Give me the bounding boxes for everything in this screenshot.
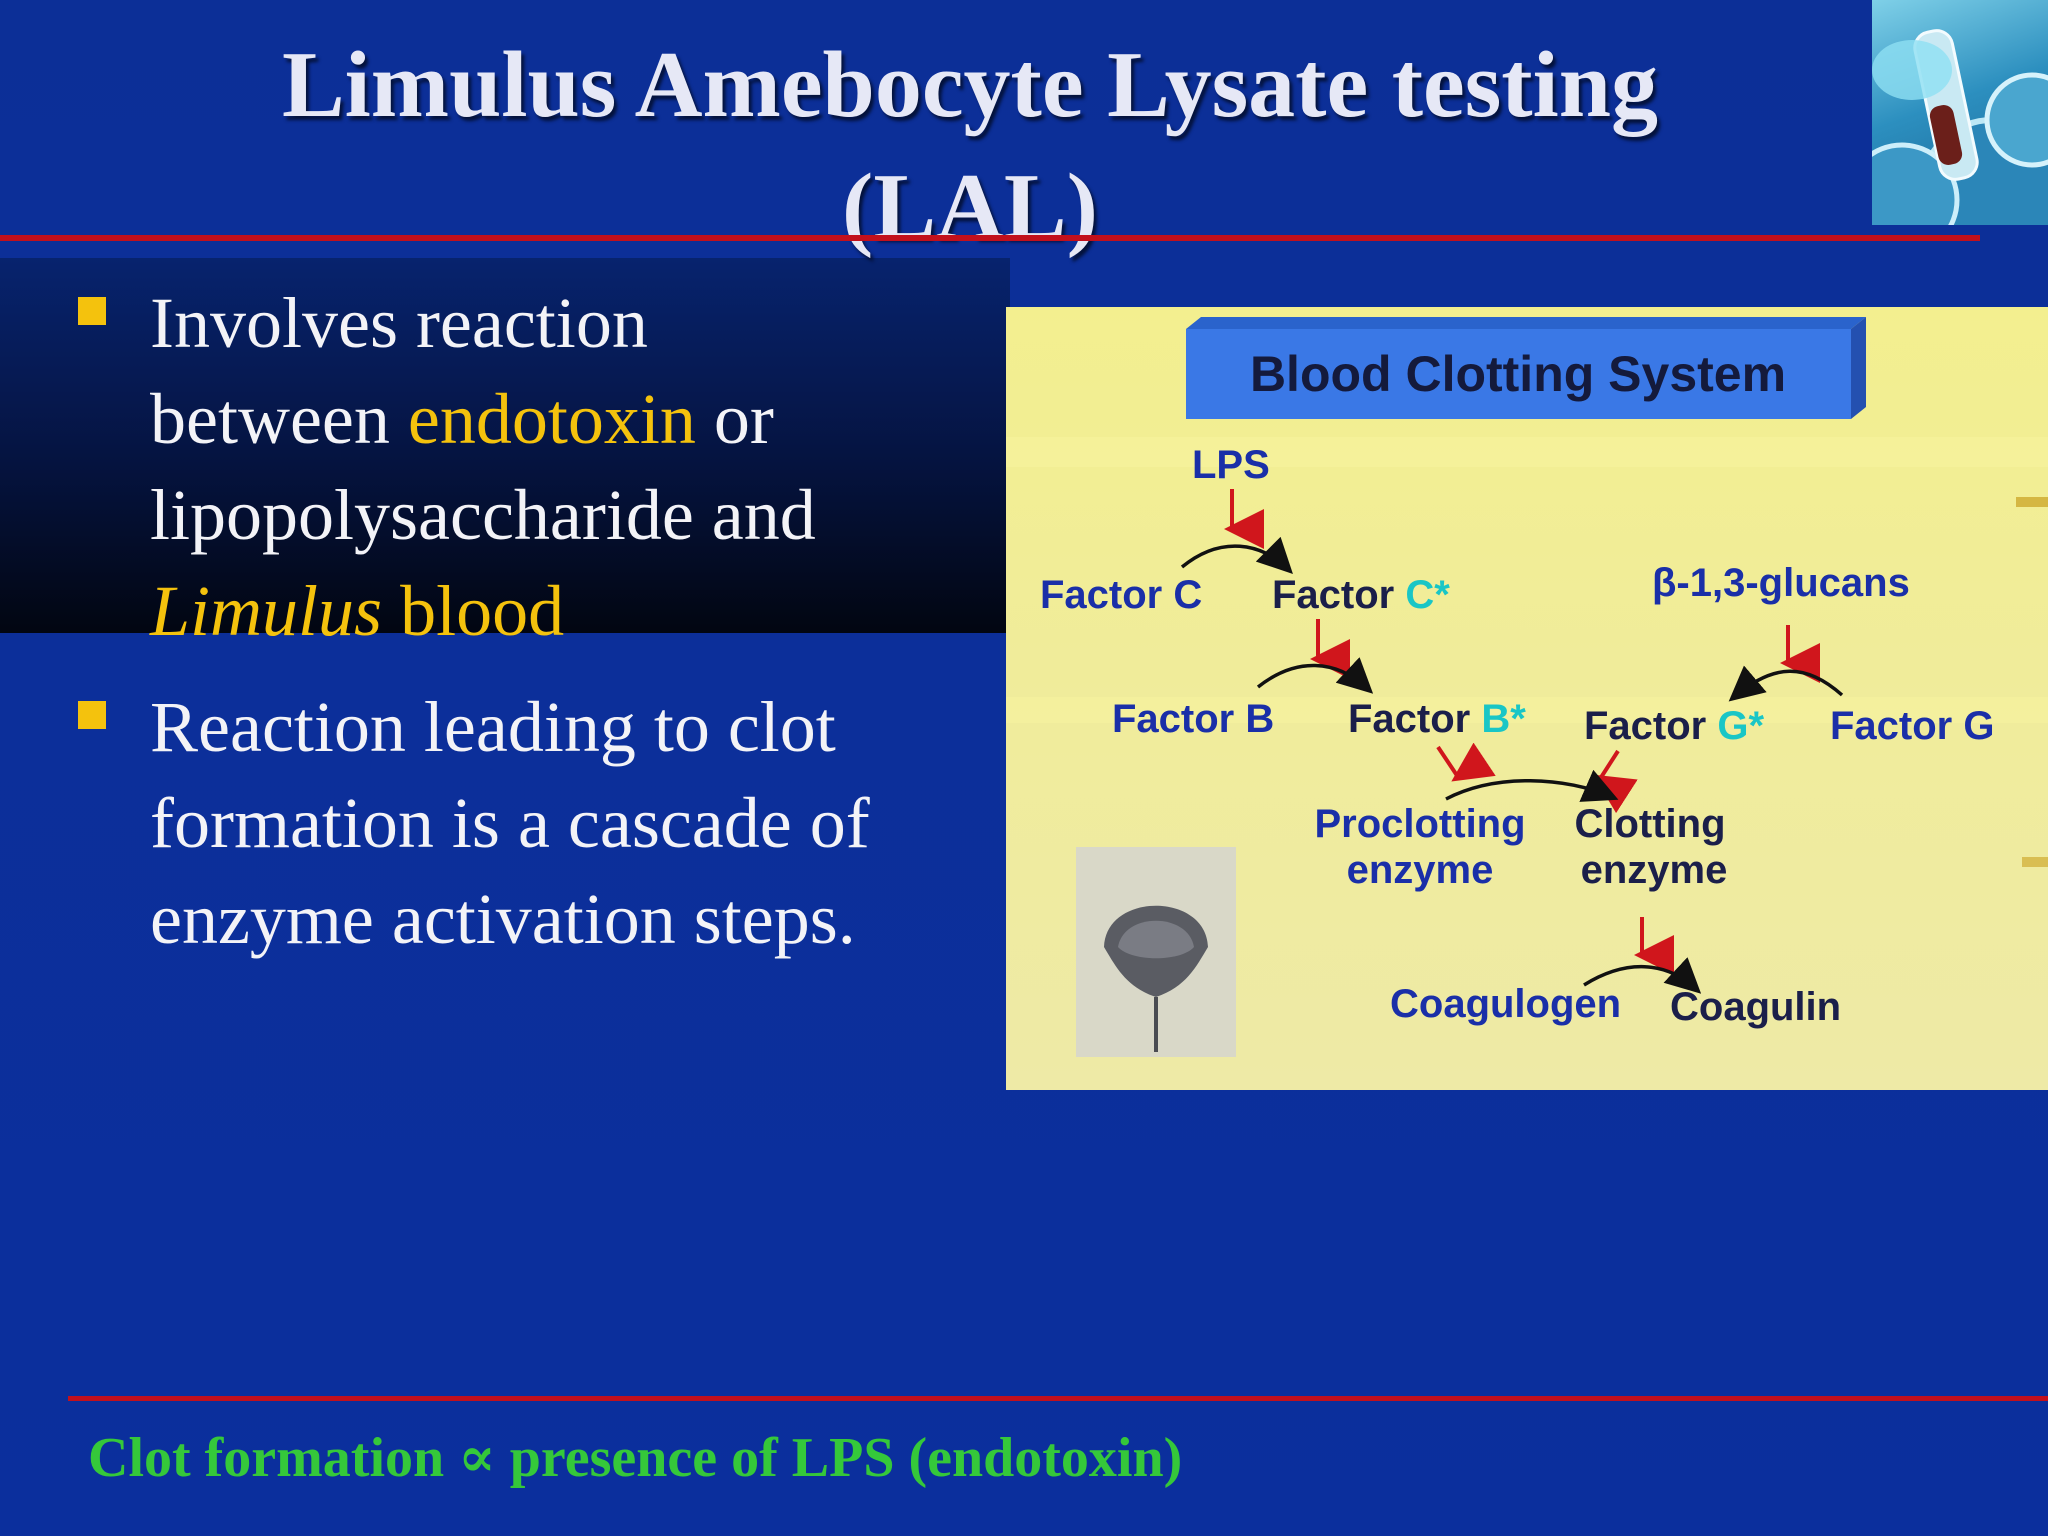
clotting-line-1: Clotting <box>1574 802 1725 846</box>
diagram-header-text: Blood Clotting System <box>1250 346 1786 402</box>
factor-b-star-sym: B* <box>1481 697 1526 741</box>
coagulogen-label: Coagulogen <box>1390 982 1621 1026</box>
diagram-header: Blood Clotting System <box>1186 317 1866 419</box>
bullet-1-text-c: blood <box>382 571 565 651</box>
page-title: Limulus Amebocyte Lysate testing (LAL) <box>120 24 1820 268</box>
bullet-1-line-1: Involves reaction <box>150 283 648 363</box>
factor-b-label: Factor B <box>1112 697 1274 741</box>
blood-clotting-diagram: Blood Clotting System LPS Factor C Facto… <box>1006 307 2048 1090</box>
footer-divider <box>68 1396 2048 1401</box>
black-curved-arrow-icon <box>1256 657 1374 694</box>
horseshoe-crab-image-icon <box>1076 847 1236 1057</box>
limulus-italic: Limulus <box>150 571 383 651</box>
bullet-item-1: Involves reaction between endotoxin or l… <box>70 275 970 659</box>
bullet-2-line-3: enzyme activation steps. <box>150 879 856 959</box>
glucans-label: β-1,3-glucans <box>1652 561 1910 605</box>
clotting-line-2: enzyme <box>1581 848 1728 892</box>
factor-c-label: Factor C <box>1040 573 1202 617</box>
black-curved-arrow-icon <box>1728 665 1844 702</box>
dark-band <box>0 258 1010 633</box>
factor-b-star-word: Factor <box>1348 697 1481 741</box>
footer-note: Clot formation ∝ presence of LPS (endoto… <box>88 1427 1183 1489</box>
square-bullet-icon <box>78 297 106 325</box>
title-divider <box>0 235 1980 241</box>
factor-b-star-label: Factor B* <box>1348 697 1526 741</box>
factor-g-star-word: Factor <box>1584 704 1717 748</box>
bullet-1-text-b: or <box>695 379 774 459</box>
bullet-1-text-a: between <box>150 379 408 459</box>
factor-c-star-label: Factor C* <box>1272 573 1450 617</box>
red-arrow-icon <box>1593 749 1638 814</box>
factor-g-star-sym: G* <box>1717 704 1764 748</box>
factor-c-star-sym: C* <box>1405 573 1450 617</box>
factor-c-star-word: Factor <box>1272 573 1405 617</box>
black-curved-arrow-icon <box>1445 769 1619 802</box>
title-line-1: Limulus Amebocyte Lysate testing <box>281 33 1659 137</box>
bullet-1-line-2: between endotoxin or <box>150 371 970 467</box>
bullet-list: Involves reaction between endotoxin or l… <box>70 275 970 967</box>
lps-label: LPS <box>1192 443 1270 487</box>
coagulin-label: Coagulin <box>1670 985 1841 1029</box>
red-arrow-icon <box>1436 742 1496 782</box>
bullet-2-line-2: formation is a cascade of <box>150 783 870 863</box>
endotoxin-highlight: endotoxin <box>407 379 696 459</box>
factor-g-label: Factor G <box>1830 704 1994 748</box>
square-bullet-icon <box>78 701 106 729</box>
title-line-2: (LAL) <box>842 155 1098 259</box>
lab-test-tube-photo-icon <box>1872 0 2048 225</box>
factor-g-star-label: Factor G* <box>1584 704 1764 748</box>
bullet-1-line-4: Limulus blood <box>150 563 970 659</box>
black-curved-arrow-icon <box>1180 536 1293 574</box>
proclotting-line-1: Proclotting <box>1314 802 1525 846</box>
bullet-1-line-3: lipopolysaccharide and <box>150 475 816 555</box>
proclotting-line-2: enzyme <box>1347 848 1494 892</box>
black-curved-arrow-icon <box>1583 957 1702 994</box>
bullet-item-2: Reaction leading to clot formation is a … <box>70 679 970 967</box>
bullet-2-line-1: Reaction leading to clot <box>150 687 836 767</box>
